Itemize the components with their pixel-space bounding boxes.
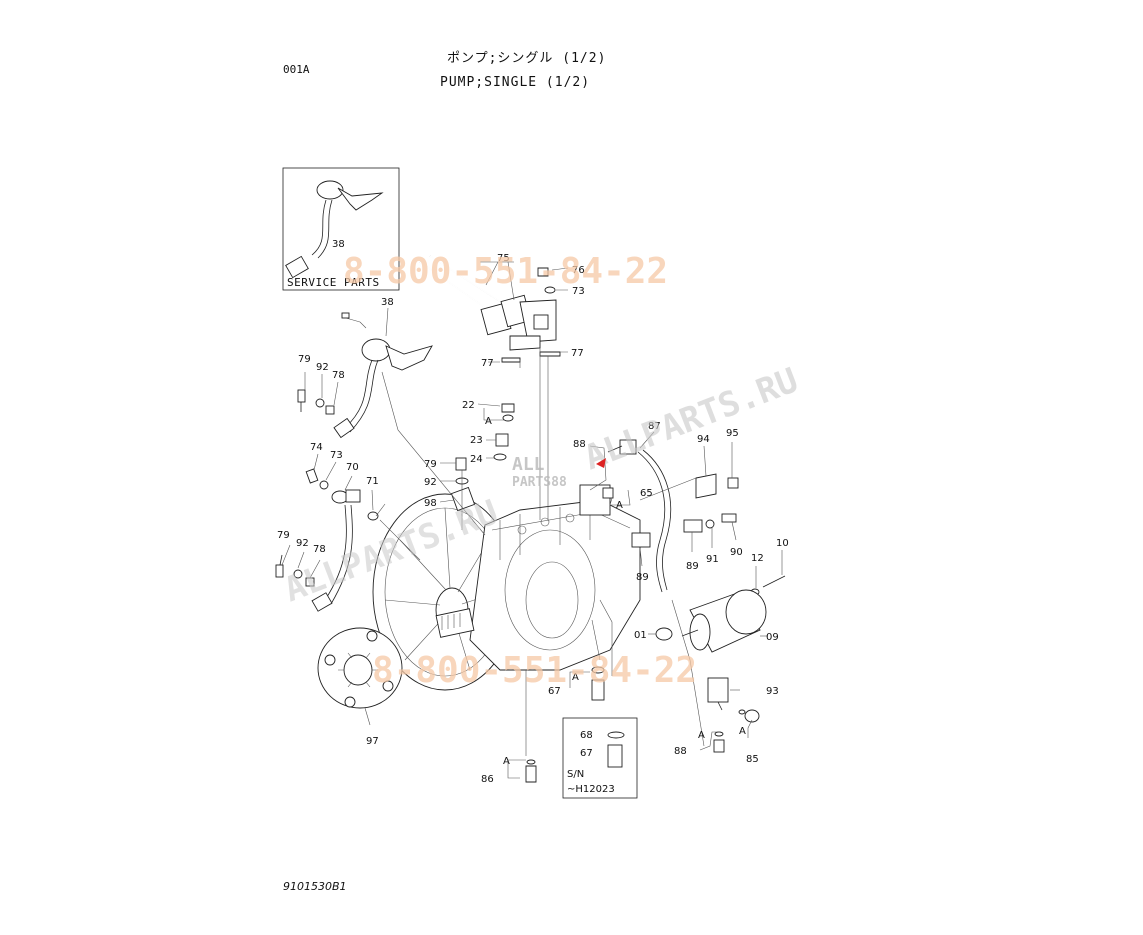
callout-94: 94 <box>697 434 710 445</box>
service-parts-inset: 38 SERVICE PARTS <box>282 167 400 291</box>
callout-A-1: A <box>485 416 492 427</box>
service-parts-label: SERVICE PARTS <box>287 276 380 289</box>
leader-lines <box>281 261 783 779</box>
watermark-phone-bottom: 8-800-551-84-22 <box>372 650 697 691</box>
callout-98: 98 <box>424 498 437 509</box>
callout-92-a: 92 <box>316 362 329 373</box>
callout-22: 22 <box>462 400 475 411</box>
serial-number-label: S/N <box>567 769 584 780</box>
callout-87: 87 <box>648 421 661 432</box>
callout-09: 09 <box>766 632 779 643</box>
callout-86: 86 <box>481 774 494 785</box>
callout-A-3: A <box>572 672 579 683</box>
callout-85: 85 <box>746 754 759 765</box>
page-title-english: PUMP;SINGLE (1/2) <box>440 75 591 90</box>
callout-76: 76 <box>572 265 585 276</box>
service-part-number: 38 <box>332 239 345 250</box>
callout-90: 90 <box>730 547 743 558</box>
callout-75: 75 <box>497 253 510 264</box>
callout-97: 97 <box>366 736 379 747</box>
fasteners-right <box>602 439 786 753</box>
document-number: 9101530B1 <box>283 880 347 893</box>
callout-10: 10 <box>776 538 789 549</box>
watermark-logo-line1: ALL <box>512 454 545 475</box>
coupling-part-97 <box>317 627 403 709</box>
fasteners-left <box>275 389 335 587</box>
watermark-site-diagonal: ALLPARTS.RU <box>579 360 804 478</box>
watermark-logo-line2: PARTS88 <box>512 475 567 490</box>
callout-95: 95 <box>726 428 739 439</box>
callout-23: 23 <box>470 435 483 446</box>
callout-A-2: A <box>616 500 623 511</box>
callout-A-4: A <box>503 756 510 767</box>
callout-92-b: 92 <box>424 477 437 488</box>
callout-01: 01 <box>634 630 647 641</box>
callout-77-right: 77 <box>571 348 584 359</box>
callout-89-left: 89 <box>636 572 649 583</box>
callout-93: 93 <box>766 686 779 697</box>
serial-inset: 68 67 S/N ~H12023 <box>562 717 638 799</box>
callout-79-c: 79 <box>277 530 290 541</box>
callout-24: 24 <box>470 454 483 465</box>
callout-A-6: A <box>739 726 746 737</box>
callout-67: 67 <box>548 686 561 697</box>
logo-red-mark-icon <box>596 458 606 468</box>
callout-79-b: 79 <box>424 459 437 470</box>
callout-77-left: 77 <box>481 358 494 369</box>
serial-number-value: ~H12023 <box>567 784 615 795</box>
callout-labels: 38 75 76 73 77 77 79 92 78 22 A 23 24 79… <box>277 253 789 785</box>
callout-38: 38 <box>381 297 394 308</box>
page-code: 001A <box>283 63 310 76</box>
watermark-phone-top: 8-800-551-84-22 <box>343 251 668 292</box>
page-title-japanese: ポンプ;シングル (1/2) <box>447 51 607 66</box>
sensor-part-70 <box>311 489 379 612</box>
callout-78-a: 78 <box>332 370 345 381</box>
callout-92-c: 92 <box>296 538 309 549</box>
callout-79-a: 79 <box>298 354 311 365</box>
callout-89-right: 89 <box>686 561 699 572</box>
sensor-part-38 <box>333 312 433 439</box>
callout-91: 91 <box>706 554 719 565</box>
callout-70: 70 <box>346 462 359 473</box>
fasteners-bottom <box>525 666 605 783</box>
callout-78-c: 78 <box>313 544 326 555</box>
callout-74: 74 <box>310 442 323 453</box>
callout-12: 12 <box>751 553 764 564</box>
pump-housing <box>372 484 641 691</box>
callout-73-mid: 73 <box>330 450 343 461</box>
callout-88-top: 88 <box>573 439 586 450</box>
callout-71: 71 <box>366 476 379 487</box>
callout-A-5: A <box>698 730 705 741</box>
callout-88-bottom: 88 <box>674 746 687 757</box>
callout-65: 65 <box>640 488 653 499</box>
callout-73-top: 73 <box>572 286 585 297</box>
serial-inset-part-68: 68 <box>580 730 593 741</box>
solenoid-valves-part-75 <box>419 255 557 351</box>
serial-inset-part-67: 67 <box>580 748 593 759</box>
